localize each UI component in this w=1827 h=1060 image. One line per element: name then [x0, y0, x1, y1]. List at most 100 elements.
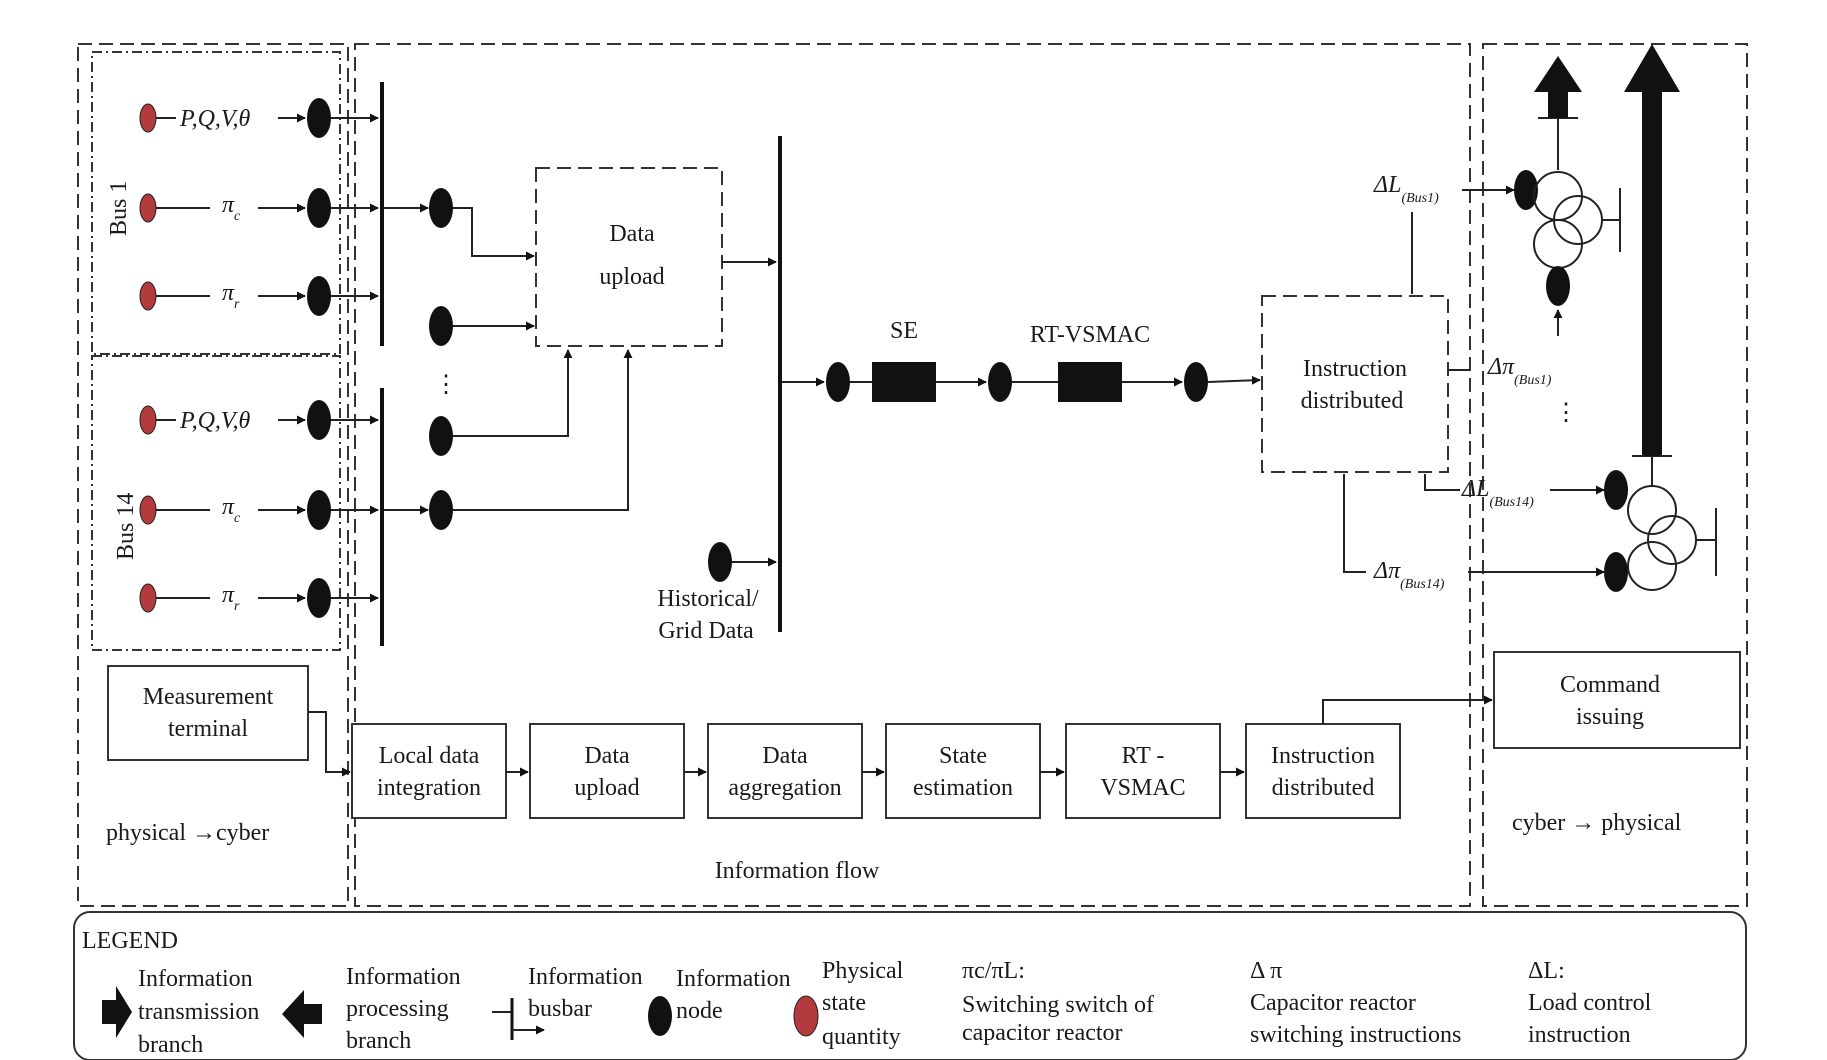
- svg-text:integration: integration: [377, 775, 481, 801]
- measurement-line2: terminal: [168, 716, 248, 742]
- svg-text:instruction: instruction: [1528, 1022, 1631, 1048]
- svg-text:VSMAC: VSMAC: [1100, 775, 1185, 801]
- dpi-bus1-label: Δπ(Bus1): [1487, 354, 1552, 388]
- dL-bus14-label: ΔL(Bus14): [1461, 476, 1534, 510]
- physical-state-node-icon: [793, 995, 819, 1037]
- se-label: SE: [890, 318, 918, 344]
- information-node: [1604, 552, 1628, 592]
- bus1-label: Bus 1: [106, 181, 132, 236]
- svg-text:upload: upload: [574, 775, 639, 801]
- bus1-row-pir: πr: [139, 276, 379, 316]
- information-node: [1514, 170, 1538, 210]
- vertical-ellipsis-right: ⋮: [1554, 400, 1578, 426]
- information-node: [1604, 470, 1628, 510]
- information-flow-caption: Information flow: [715, 858, 880, 884]
- svg-text:switching instructions: switching instructions: [1250, 1022, 1461, 1048]
- information-flow-region: [354, 43, 1471, 907]
- flow-step-4: State estimation: [885, 723, 1041, 819]
- cyber-to-physical-caption: cyber → physical: [1512, 810, 1682, 836]
- bus1-group: [91, 51, 341, 355]
- information-node: [429, 188, 453, 228]
- historical-line2: Grid Data: [658, 618, 754, 644]
- svg-text:branch: branch: [138, 1032, 203, 1058]
- information-node: [429, 416, 453, 456]
- physical-state-node: [139, 193, 157, 223]
- physical-to-cyber-region: [77, 43, 349, 907]
- svg-text:state: state: [822, 990, 866, 1016]
- svg-text:ΔL:: ΔL:: [1528, 958, 1565, 984]
- flow-step-2: Data upload: [529, 723, 685, 819]
- information-node: [429, 490, 453, 530]
- instruction-line2: distributed: [1301, 388, 1404, 414]
- pi-r-label: πr: [222, 582, 240, 614]
- svg-text:processing: processing: [346, 996, 449, 1022]
- physical-state-node: [139, 583, 157, 613]
- information-node: [429, 306, 453, 346]
- legend-dpi-description: Δ π Capacitor reactor switching instruct…: [1250, 958, 1461, 1048]
- instruction-distributed-box: [1261, 295, 1449, 473]
- dpi-bus14-label: Δπ(Bus14): [1373, 558, 1445, 592]
- data-upload-line2: upload: [599, 264, 664, 290]
- legend-busbar: Information busbar: [492, 964, 643, 1040]
- legend-title: LEGEND: [82, 928, 178, 954]
- flow-step-1: Local data integration: [351, 723, 507, 819]
- cyber-to-physical-region: [1482, 43, 1748, 907]
- pi-c-label: πc: [222, 494, 241, 526]
- command-line2: issuing: [1576, 704, 1644, 730]
- svg-text:transmission: transmission: [138, 999, 259, 1025]
- pi-r-label: πr: [222, 280, 240, 312]
- svg-text:Δ π: Δ π: [1250, 958, 1282, 984]
- flow-step-3: Data aggregation: [707, 723, 863, 819]
- rtvsmac-label: RT-VSMAC: [1030, 322, 1150, 348]
- svg-text:Information: Information: [676, 966, 791, 992]
- information-node: [307, 276, 331, 316]
- physical-state-node: [139, 103, 157, 133]
- rtvsmac-block: [1058, 362, 1122, 402]
- legend-transmission: Information transmission branch: [102, 966, 259, 1058]
- bus1-device-icon: [1533, 117, 1621, 269]
- measurement-line1: Measurement: [143, 684, 274, 710]
- pqv-label: P,Q,V,θ: [179, 106, 250, 132]
- transmission-arrow-icon: [1624, 44, 1680, 456]
- bus14-label: Bus 14: [113, 493, 139, 560]
- information-node: [1546, 266, 1570, 306]
- transmission-arrow-icon: [102, 986, 132, 1038]
- pi-c-label: πc: [222, 192, 241, 224]
- svg-text:Information: Information: [138, 966, 253, 992]
- bus14-row-pqv: P,Q,V,θ: [139, 400, 379, 440]
- information-node: [708, 542, 732, 582]
- bus1-row-pic: πc: [139, 188, 379, 228]
- legend-dl-description: ΔL: Load control instruction: [1528, 958, 1652, 1048]
- flow-step-6: Instruction distributed: [1245, 723, 1401, 819]
- bus1-row-pqv: P,Q,V,θ: [139, 98, 379, 138]
- processing-arrow-icon: [1534, 56, 1582, 118]
- bus14-row-pic: πc: [139, 490, 379, 530]
- svg-text:Switching switch of: Switching switch of: [962, 992, 1154, 1018]
- svg-text:πc/πL:: πc/πL:: [962, 958, 1025, 984]
- measurement-terminal-box: [107, 665, 309, 761]
- svg-text:Data: Data: [584, 743, 630, 769]
- legend-physical: Physical state quantity: [793, 958, 904, 1050]
- instruction-line1: Instruction: [1303, 356, 1407, 382]
- data-upload-line1: Data: [609, 221, 655, 247]
- flow-step-5: RT - VSMAC: [1065, 723, 1221, 819]
- svg-text:busbar: busbar: [528, 996, 592, 1022]
- svg-text:Local data: Local data: [379, 743, 480, 769]
- information-node: [988, 362, 1012, 402]
- data-upload-box: [535, 167, 723, 347]
- svg-text:Instruction: Instruction: [1271, 743, 1375, 769]
- physical-state-node: [139, 405, 157, 435]
- command-line1: Command: [1560, 672, 1660, 698]
- information-node: [307, 400, 331, 440]
- information-node-icon: [648, 996, 672, 1036]
- svg-text:node: node: [676, 998, 723, 1024]
- svg-text:Load control: Load control: [1528, 990, 1652, 1016]
- svg-text:Information: Information: [346, 964, 461, 990]
- bus14-group: [91, 355, 341, 651]
- svg-text:State: State: [939, 743, 987, 769]
- command-issuing-box: [1493, 651, 1741, 749]
- svg-text:branch: branch: [346, 1028, 411, 1054]
- physical-state-node: [139, 495, 157, 525]
- legend-box: [73, 911, 1747, 1060]
